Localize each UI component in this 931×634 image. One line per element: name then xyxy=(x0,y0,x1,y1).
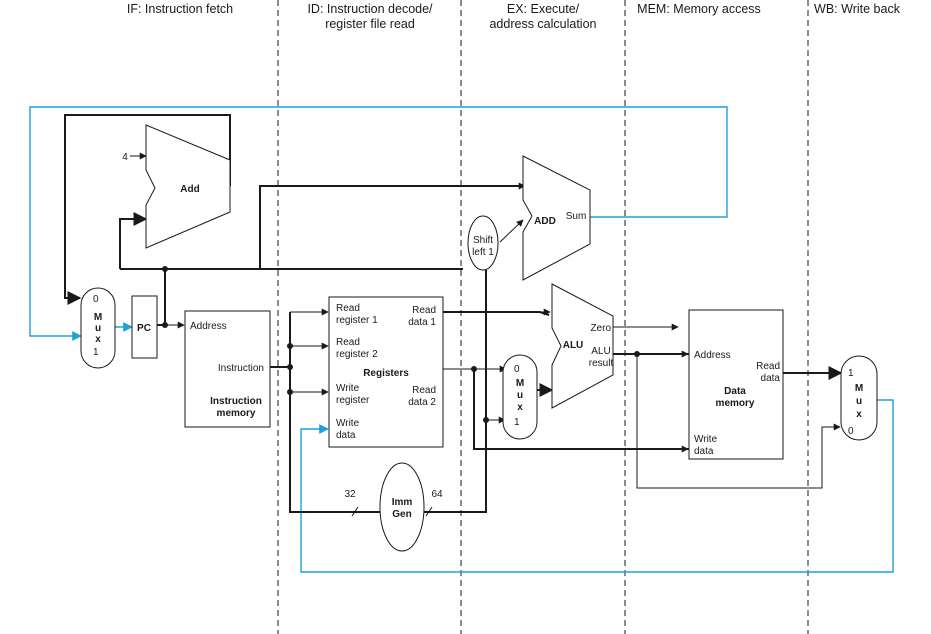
read-reg2-label-a: Read xyxy=(336,337,360,348)
wb-mux-letter-u: u xyxy=(856,396,862,407)
writeback-mux xyxy=(840,355,878,441)
imm-out-width: 64 xyxy=(431,489,443,500)
pc-to-adder-wire xyxy=(119,212,148,269)
junction-pc-bus xyxy=(162,266,168,272)
read-data2-label-a: Read xyxy=(412,385,436,396)
branch-target-feedback-wire xyxy=(29,106,728,341)
stage-id-title-line1: ID: Instruction decode/ xyxy=(307,2,433,16)
alu-mux-input-0: 0 xyxy=(514,364,520,375)
pc-label: PC xyxy=(137,323,151,334)
stage-mem-title: MEM: Memory access xyxy=(637,2,761,16)
junction-rd xyxy=(287,389,293,395)
dmem-write-data-label-2: data xyxy=(694,446,714,457)
branch-adder xyxy=(522,155,591,281)
pc-mux-letter-x: x xyxy=(95,334,101,345)
write-data-label-a: Write xyxy=(336,418,360,429)
register-file xyxy=(328,296,444,448)
dmem-name-line2: memory xyxy=(716,398,755,409)
pc-register xyxy=(131,295,158,359)
instruction-bus-wire xyxy=(289,312,380,513)
imm-gen-label-2: Gen xyxy=(392,509,411,520)
alu-zero-label: Zero xyxy=(590,323,611,334)
pc-adder xyxy=(145,124,231,249)
imem-address-port: Address xyxy=(190,321,227,332)
stage-ex-title-line2: address calculation xyxy=(489,17,596,31)
shift-label-1: Shift xyxy=(473,235,493,246)
dmem-write-data-label-1: Write xyxy=(694,434,718,445)
pc-adder-label: Add xyxy=(180,184,199,195)
wb-mux-letter-m: M xyxy=(855,383,863,394)
pc-plus-4-wire xyxy=(64,114,231,305)
imem-name-line2: memory xyxy=(217,408,256,419)
read-reg1-label-b: register 1 xyxy=(336,315,378,326)
alu-mux-input-1: 1 xyxy=(514,417,520,428)
shift-to-add-wire xyxy=(499,219,524,243)
stage-id-title-line2: register file read xyxy=(325,17,415,31)
alu-result-label-2: result xyxy=(589,358,614,369)
dmem-name-line1: Data xyxy=(724,386,746,397)
data-memory xyxy=(688,309,784,460)
pc-mux-input-1: 1 xyxy=(93,347,99,358)
pc-mux-input-0: 0 xyxy=(93,294,99,305)
imm-gen xyxy=(379,462,425,552)
width-32-slash xyxy=(351,506,359,517)
alu xyxy=(551,283,614,409)
dmem-read-data-label-1: Read xyxy=(756,361,780,372)
imem-instruction-port: Instruction xyxy=(218,363,264,374)
read-data2-label-b: data 2 xyxy=(408,397,436,408)
alu-label: ALU xyxy=(563,340,584,351)
width-64-slash xyxy=(425,506,433,517)
pc-mux-letter-m: M xyxy=(94,312,102,323)
alu-mux-letter-x: x xyxy=(517,402,523,413)
wb-mux-letter-x: x xyxy=(856,409,862,420)
read-data1-label-a: Read xyxy=(412,305,436,316)
registers-title: Registers xyxy=(363,368,409,379)
stage-ex-title-line1: EX: Execute/ xyxy=(507,2,580,16)
imem-name-line1: Instruction xyxy=(210,396,262,407)
shift-label-2: left 1 xyxy=(472,247,494,258)
pc-riser-wire xyxy=(165,186,261,270)
instruction-memory xyxy=(184,310,271,428)
junction-alu-result xyxy=(634,351,640,357)
alu-mux-letter-u: u xyxy=(517,390,523,401)
pc-to-branch-adder-top xyxy=(259,185,520,187)
imm-gen-label-1: Imm xyxy=(392,497,413,508)
read-reg2-label-b: register 2 xyxy=(336,349,378,360)
branch-adder-sum: Sum xyxy=(566,211,587,222)
imm-out-wire xyxy=(424,270,487,513)
stage-if-title: IF: Instruction fetch xyxy=(127,2,233,16)
shift-left-1 xyxy=(467,215,499,271)
junction-pc xyxy=(162,322,168,328)
read-data1-wire xyxy=(443,311,550,316)
branch-adder-label: ADD xyxy=(534,216,556,227)
alu-mux-letter-m: M xyxy=(516,378,524,389)
alu-bypass-wire xyxy=(636,354,841,489)
imm-in-width: 32 xyxy=(344,489,356,500)
pc-mux-letter-u: u xyxy=(95,323,101,334)
junction-instr xyxy=(287,364,293,370)
pc-mux xyxy=(80,287,116,369)
write-reg-label-a: Write xyxy=(336,383,360,394)
stage-wb-title: WB: Write back xyxy=(814,2,901,16)
const-four-label: 4 xyxy=(122,152,128,163)
dmem-read-data-label-2: data xyxy=(761,373,781,384)
writeback-data-feedback-wire xyxy=(300,399,894,573)
junction-imm xyxy=(483,417,489,423)
wb-mux-input-1: 1 xyxy=(848,368,854,379)
dmem-address-port: Address xyxy=(694,350,731,361)
alu-result-label-1: ALU xyxy=(591,346,610,357)
wb-mux-input-0: 0 xyxy=(848,426,854,437)
junction-rs2 xyxy=(287,343,293,349)
read-data1-label-b: data 1 xyxy=(408,317,436,328)
alu-src-mux xyxy=(502,354,538,440)
read-reg1-label-a: Read xyxy=(336,303,360,314)
write-reg-label-b: register xyxy=(336,395,370,406)
write-data-label-b: data xyxy=(336,430,356,441)
read-data2-to-mem-wire xyxy=(473,369,690,450)
junction-rd2 xyxy=(471,366,477,372)
